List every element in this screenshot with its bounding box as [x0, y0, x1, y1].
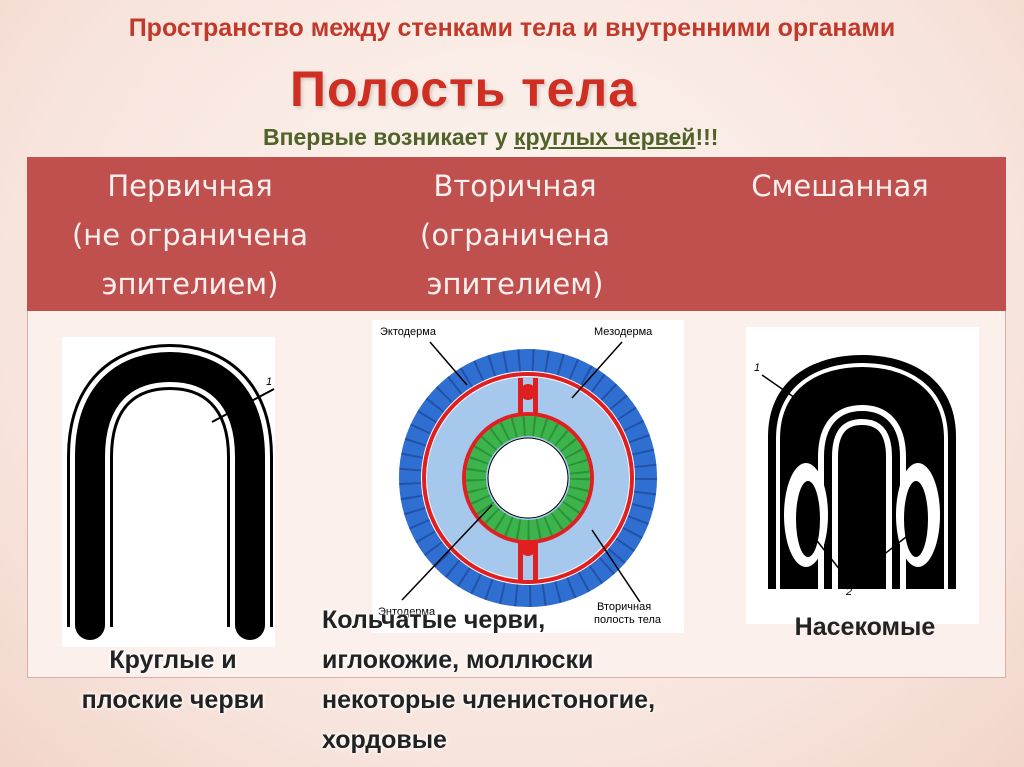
- type-primary: Первичная (не ограничена эпителием): [40, 162, 340, 309]
- slide-main-title: Полость тела: [290, 60, 637, 118]
- caption-primary-line2: плоские черви: [48, 680, 298, 720]
- mixed-left-cavity-core: [796, 481, 820, 557]
- caption-secondary: Кольчатые черви, иглокожие, моллюски нек…: [322, 600, 742, 760]
- type-secondary: Вторичная (ограничена эпителием): [365, 162, 665, 309]
- type-primary-line3: эпителием): [40, 260, 340, 309]
- mesoderm-label: Мезодерма: [594, 326, 653, 338]
- caption-secondary-line2: иглокожие, моллюски: [322, 640, 742, 680]
- subtitle-link-text: круглых червей: [514, 124, 695, 150]
- figure-secondary-diagram: Эктодерма Мезодерма Энтодерма Вторичная …: [372, 320, 684, 633]
- vessel-top: [520, 384, 536, 400]
- type-secondary-line3: эпителием): [365, 260, 665, 309]
- caption-secondary-line3: некоторые членистоногие,: [322, 680, 742, 720]
- subtitle-prefix: Впервые возникает у: [263, 124, 514, 150]
- type-secondary-line1: Вторичная: [365, 162, 665, 211]
- figure-mixed-diagram: 1 2: [746, 327, 979, 624]
- caption-secondary-line4: хордовые: [322, 720, 742, 760]
- slide-subtitle: Впервые возникает у круглых червей!!!: [263, 124, 718, 151]
- caption-mixed: Насекомые: [760, 613, 970, 642]
- gut-lumen: [488, 438, 568, 518]
- type-primary-line2: (не ограничена: [40, 211, 340, 260]
- ectoderm-label: Эктодерма: [380, 326, 437, 338]
- figure-primary-diagram: 1: [62, 337, 275, 647]
- type-mixed-line1: Смешанная: [690, 162, 990, 211]
- type-mixed: Смешанная: [690, 162, 990, 211]
- mixed-marker-1: 1: [754, 362, 760, 374]
- primary-inner-body: [90, 367, 250, 625]
- vessel-bottom: [520, 540, 536, 556]
- mixed-right-cavity-core: [904, 481, 928, 557]
- type-primary-line1: Первичная: [40, 162, 340, 211]
- primary-marker-1: 1: [266, 376, 272, 388]
- slide-top-title: Пространство между стенками тела и внутр…: [0, 14, 1024, 43]
- subtitle-suffix: !!!: [695, 124, 718, 150]
- caption-secondary-line1: Кольчатые черви,: [322, 600, 742, 640]
- caption-primary: Круглые и плоские черви: [48, 640, 298, 720]
- caption-primary-line1: Круглые и: [48, 640, 298, 680]
- type-secondary-line2: (ограничена: [365, 211, 665, 260]
- mixed-marker-2: 2: [845, 586, 852, 598]
